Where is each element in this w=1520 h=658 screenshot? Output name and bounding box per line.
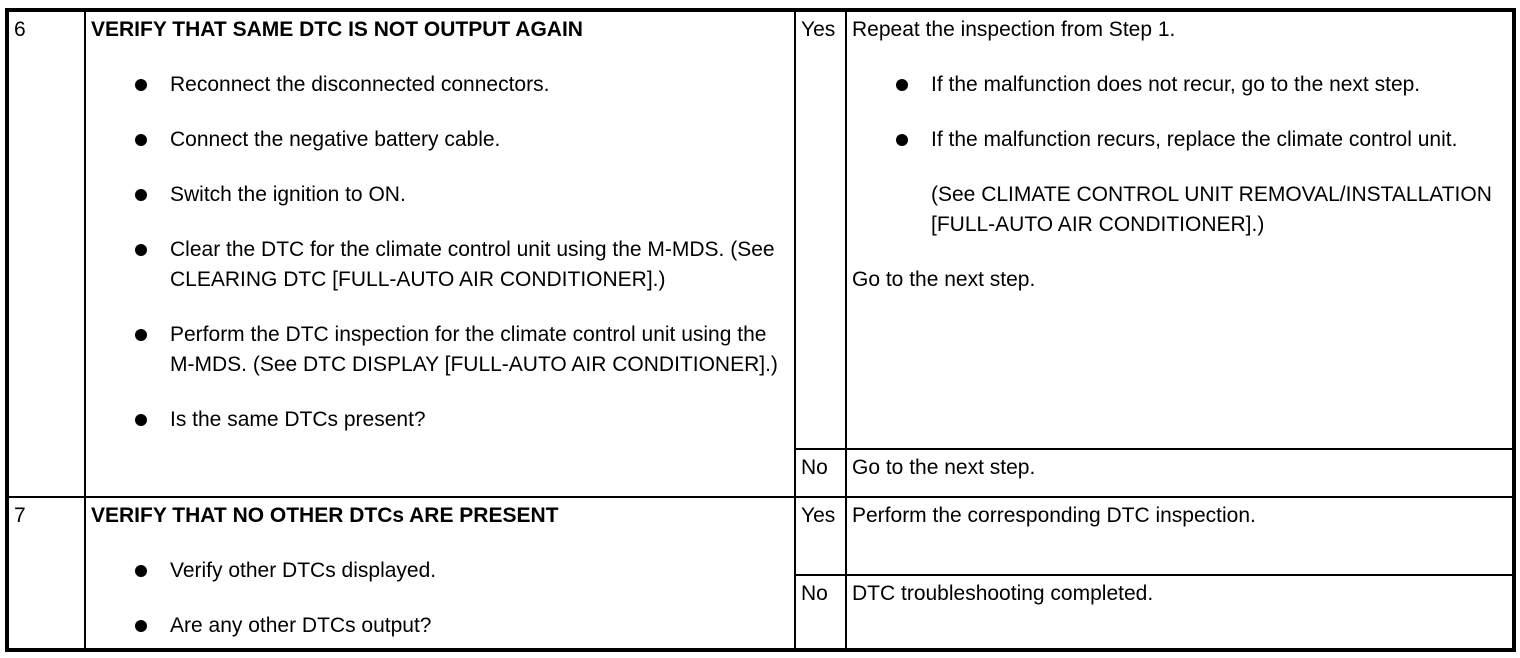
list-item: Is the same DTCs present? [135,405,788,435]
action-text: Perform the corresponding DTC inspection… [852,504,1256,527]
reference-note: (See CLIMATE CONTROL UNIT REMOVAL/INSTAL… [931,183,1492,236]
list-item-text: Verify other DTCs displayed. [170,559,437,582]
inspection-title: VERIFY THAT NO OTHER DTCs ARE PRESENT [91,504,559,527]
list-item: Are any other DTCs output? [135,611,788,641]
yes-label-cell: Yes [794,496,847,576]
bullet-icon [135,414,147,426]
list-item-text: Is the same DTCs present? [170,408,426,431]
inspection-cell: VERIFY THAT SAME DTC IS NOT OUTPUT AGAIN… [84,9,796,498]
list-item-text: If the malfunction recurs, replace the c… [931,128,1458,151]
yes-label-cell: Yes [794,9,847,450]
table-row: No DTC troubleshooting completed. [7,574,1515,651]
step-number-cell: 7 [6,496,86,651]
list-item-text: Connect the negative battery cable. [170,128,501,151]
list-item: Clear the DTC for the climate control un… [135,235,788,295]
no-label-cell: No [794,448,847,498]
action-text: DTC troubleshooting completed. [852,582,1154,605]
list-item-text: If the malfunction does not recur, go to… [931,73,1421,96]
list-item-text: Perform the DTC inspection for the clima… [170,323,778,376]
action-text: Repeat the inspection from Step 1. [852,18,1176,41]
list-item: Switch the ignition to ON. [135,180,788,210]
action-text: Go to the next step. [852,268,1036,291]
list-item-text: Reconnect the disconnected connectors. [170,73,550,96]
bullet-icon [896,79,908,91]
action-text: Go to the next step. [852,456,1036,479]
list-item: Verify other DTCs displayed. [135,556,788,586]
list-item-text: Clear the DTC for the climate control un… [170,238,775,291]
dtc-troubleshooting-table: 6 VERIFY THAT SAME DTC IS NOT OUTPUT AGA… [5,8,1516,652]
bullet-icon [135,189,147,201]
bullet-icon [135,329,147,341]
list-item: Perform the DTC inspection for the clima… [135,320,788,380]
table-row: 6 VERIFY THAT SAME DTC IS NOT OUTPUT AGA… [6,9,1515,498]
table-row: No Go to the next step. [7,448,1515,498]
bullet-icon [135,134,147,146]
inspection-cell: VERIFY THAT NO OTHER DTCs ARE PRESENT Ve… [84,496,796,651]
list-item: If the malfunction recurs, replace the c… [896,125,1506,155]
no-label-cell: No [794,574,847,651]
list-item: Connect the negative battery cable. [135,125,788,155]
no-action-cell: Go to the next step. [845,448,1515,498]
yes-action-cell: Perform the corresponding DTC inspection… [845,496,1515,576]
list-item: Reconnect the disconnected connectors. [135,70,788,100]
yes-action-cell: Repeat the inspection from Step 1. If th… [845,9,1515,450]
bullet-icon [135,244,147,256]
list-item: If the malfunction does not recur, go to… [896,70,1506,100]
list-item-text: Switch the ignition to ON. [170,183,406,206]
bullet-icon [135,620,147,632]
bullet-icon [135,565,147,577]
bullet-icon [135,79,147,91]
table-row: 7 VERIFY THAT NO OTHER DTCs ARE PRESENT … [6,496,1515,651]
list-item-text: Are any other DTCs output? [170,614,432,637]
bullet-icon [896,134,908,146]
no-action-cell: DTC troubleshooting completed. [845,574,1515,651]
step-number-cell: 6 [6,9,86,498]
inspection-title: VERIFY THAT SAME DTC IS NOT OUTPUT AGAIN [91,18,583,41]
